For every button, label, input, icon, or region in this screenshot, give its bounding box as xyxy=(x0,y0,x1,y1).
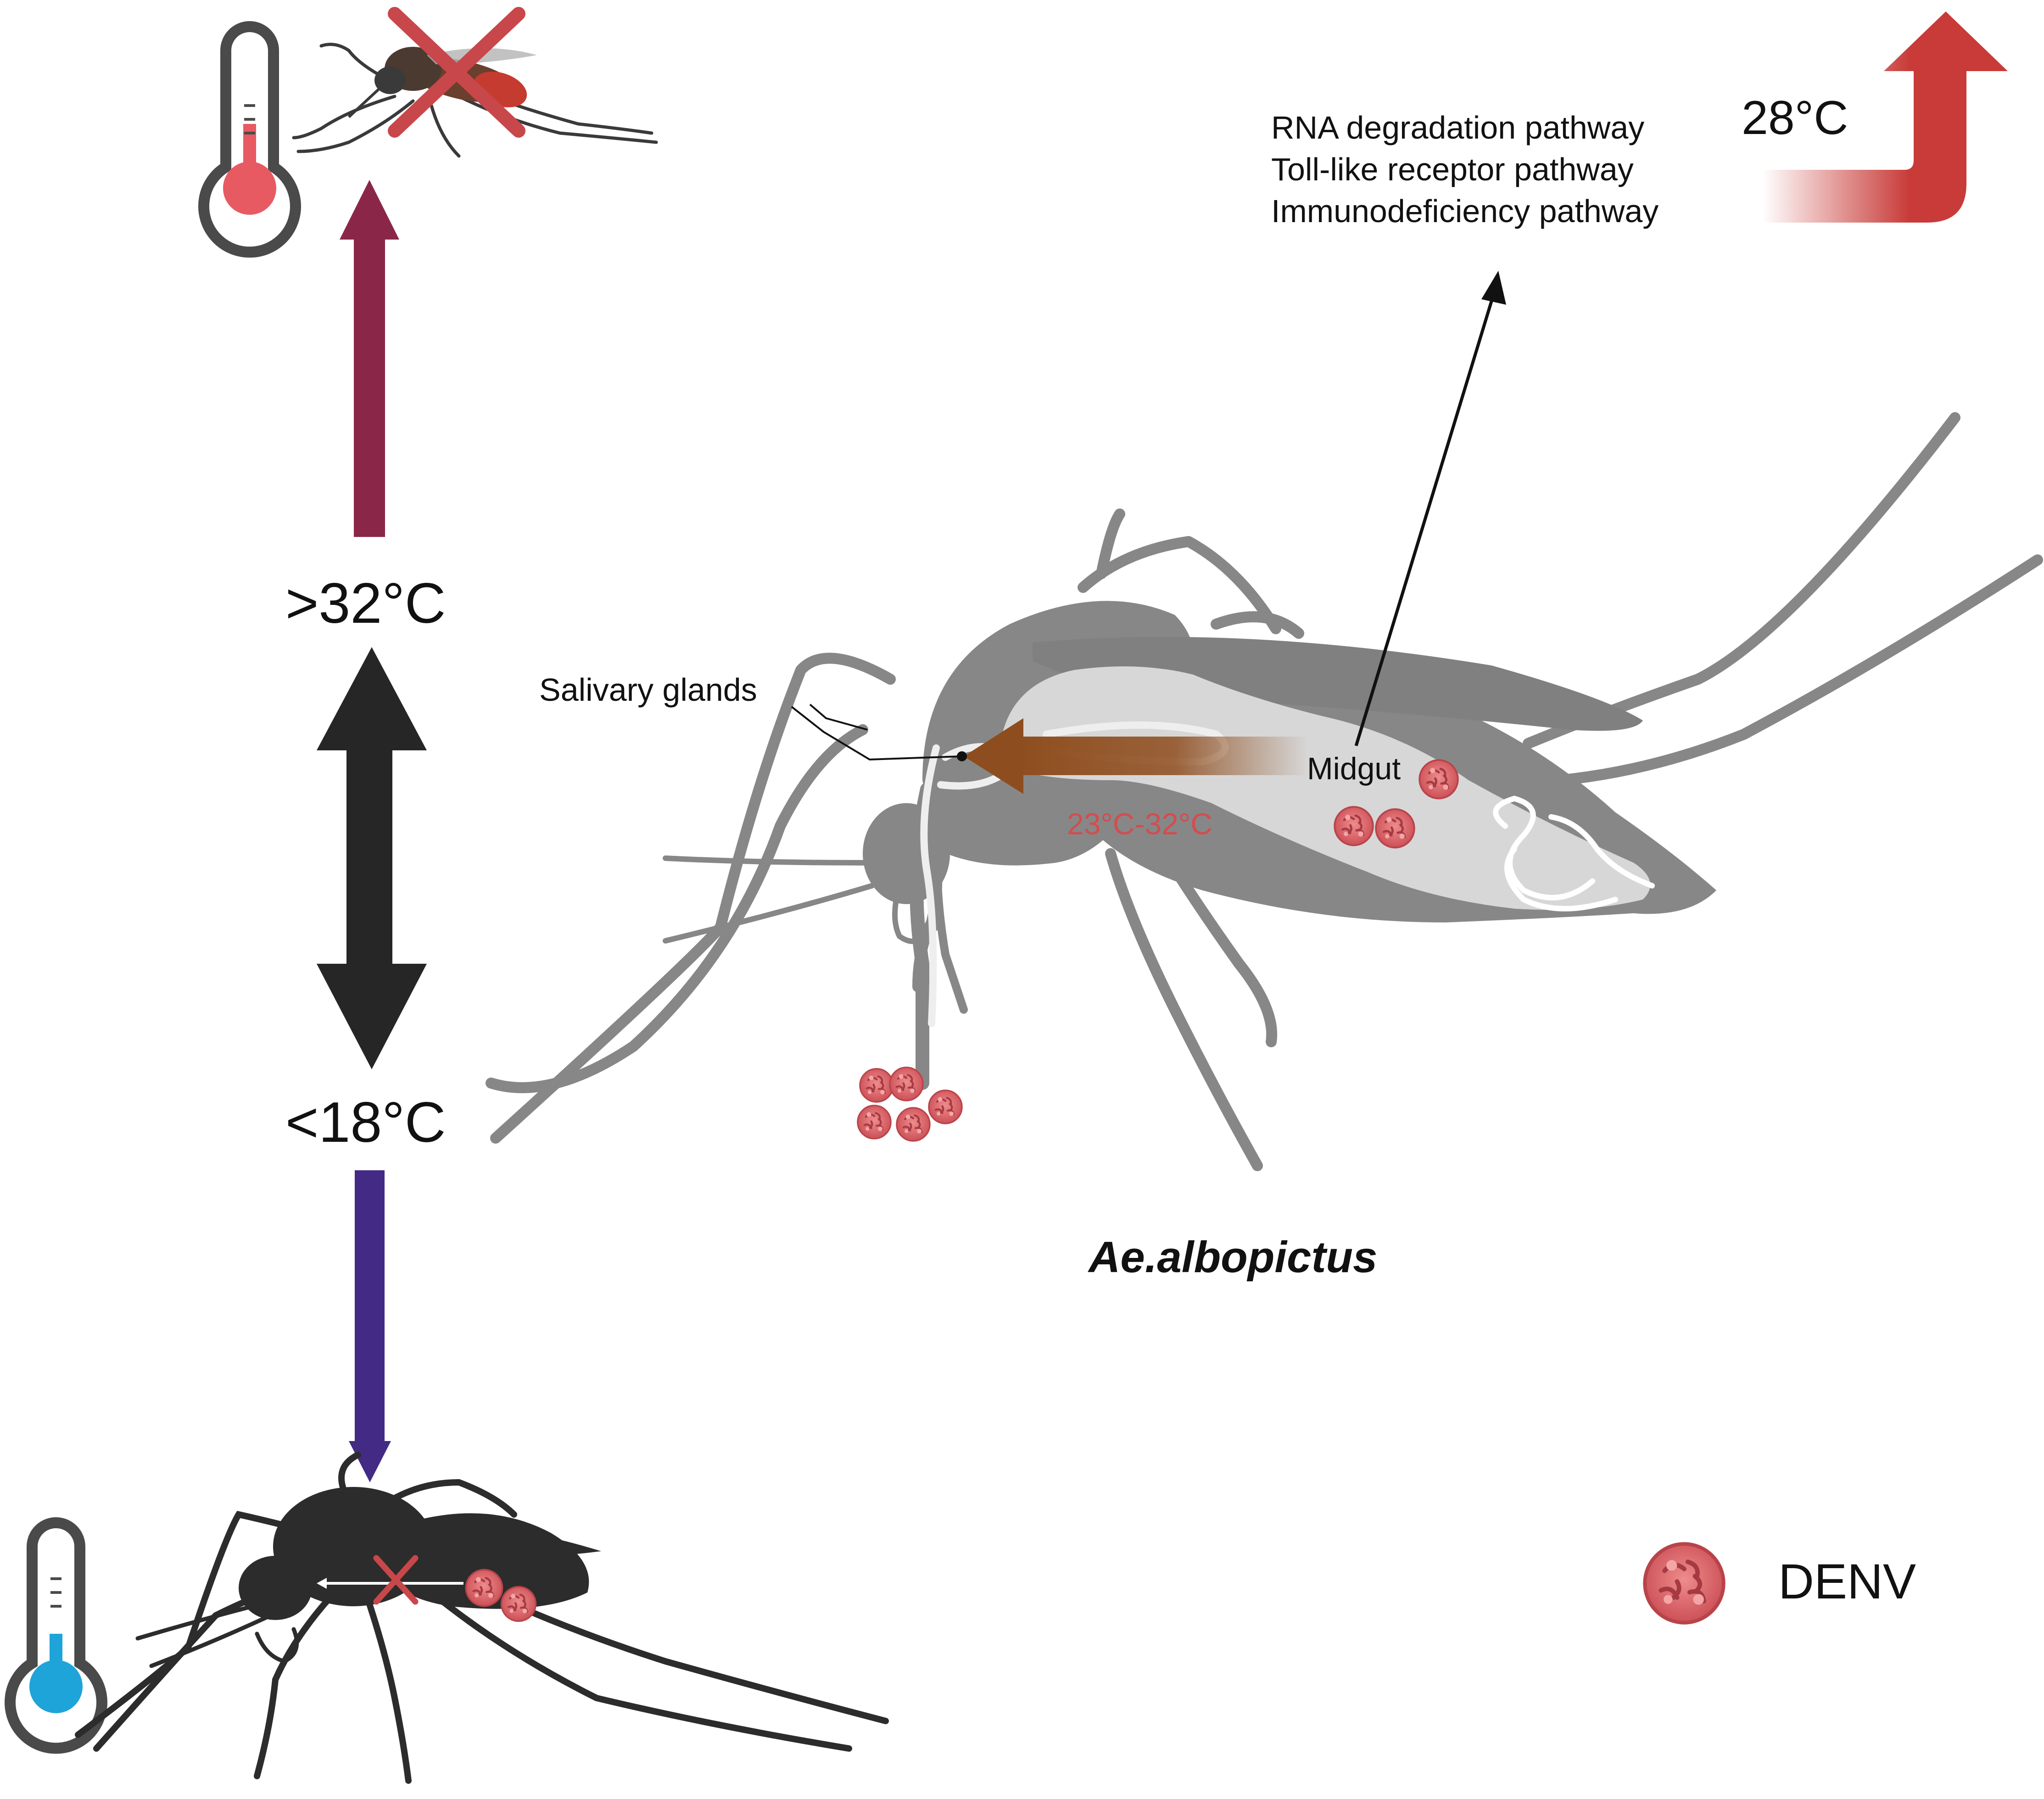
transport-arrow xyxy=(964,718,1308,794)
dark-mosquito xyxy=(75,1452,889,1784)
pathway-rna-degradation: RNA degradation pathway xyxy=(1271,110,1644,145)
label-midgut: Midgut xyxy=(1307,751,1401,786)
pathway-pointer xyxy=(1354,271,1506,747)
salivary-leader xyxy=(791,704,962,761)
pathway-toll-like-receptor: Toll-like receptor pathway xyxy=(1271,151,1634,187)
salivary-marker xyxy=(957,751,967,761)
pathway-list: RNA degradation pathway Toll-like recept… xyxy=(1271,110,1659,229)
double-arrow xyxy=(317,647,427,1069)
pathway-immunodeficiency: Immunodeficiency pathway xyxy=(1271,193,1659,229)
label-temp-range: 23°C-32°C xyxy=(1067,807,1212,841)
small-mosquito-crossed xyxy=(292,7,658,158)
cold-arrow-down xyxy=(349,1170,391,1482)
denv-virus-icon xyxy=(1645,1544,1724,1623)
large-mosquito xyxy=(486,412,2043,1171)
legend-denv-label: DENV xyxy=(1778,1553,1916,1609)
thermometer-cold-icon xyxy=(5,1517,107,1754)
legend: DENV xyxy=(1645,1544,1916,1623)
species-label: Ae.albopictus xyxy=(1088,1233,1377,1282)
cross-icon xyxy=(388,7,525,138)
virus-cluster-proboscis xyxy=(858,1067,962,1141)
label-salivary-glands: Salivary glands xyxy=(539,672,757,708)
cross-icon xyxy=(373,1555,419,1605)
label-28: 28°C xyxy=(1742,91,1848,145)
thermometer-hot-icon xyxy=(198,21,301,258)
label-below-18: <18°C xyxy=(285,1091,446,1154)
up-trend-arrow xyxy=(1762,11,2008,223)
hot-arrow-up xyxy=(340,180,399,537)
label-above-32: >32°C xyxy=(285,572,446,635)
